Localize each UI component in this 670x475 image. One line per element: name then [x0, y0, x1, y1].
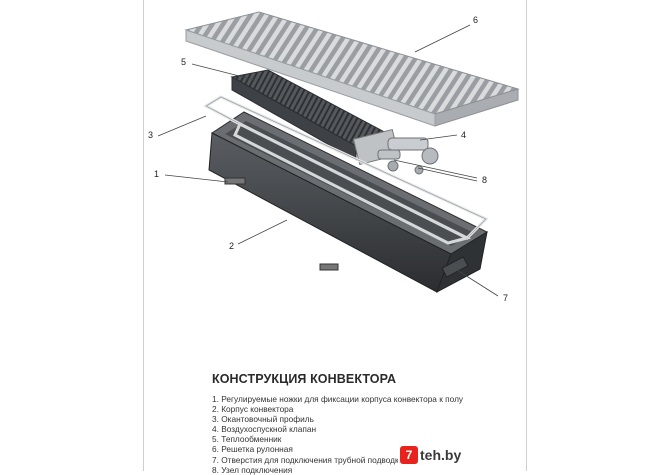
convector-housing — [208, 111, 489, 294]
legend-item: 8. Узел подключения — [212, 464, 293, 475]
edging-profile — [202, 95, 489, 245]
legend-item: 4. Воздухоспускной клапан — [212, 424, 317, 435]
connection-valves — [377, 137, 439, 175]
teh-by-watermark: 7 teh.by — [398, 445, 468, 465]
legend-item: 6. Решетка рулонная — [212, 444, 293, 455]
callout-7: 7 — [503, 293, 508, 303]
diagram-title: КОНСТРУКЦИЯ КОНВЕКТОРА — [212, 372, 397, 386]
callout-leaders — [157, 24, 499, 297]
frame-left-edge — [143, 0, 144, 471]
legend-item: 3. Окантовочный профиль — [212, 414, 314, 425]
callout-8: 8 — [482, 175, 487, 185]
callout-3: 3 — [148, 130, 153, 140]
watermark-text: teh.by — [420, 447, 462, 463]
callout-1: 1 — [154, 169, 159, 179]
callout-5: 5 — [181, 57, 186, 67]
parts-legend: 1. Регулируемые ножки для фиксации корпу… — [212, 394, 463, 475]
legend-item: 7. Отверстия для подключения трубной под… — [212, 454, 417, 465]
teh-logo-icon: 7 — [400, 446, 418, 464]
callout-2: 2 — [229, 241, 234, 251]
roll-grille — [184, 11, 520, 127]
legend-item: 5. Теплообменник — [212, 434, 282, 445]
legend-item: 2. Корпус конвектора — [212, 404, 294, 415]
legend-item: 1. Регулируемые ножки для фиксации корпу… — [212, 394, 464, 404]
frame-right-edge — [526, 0, 527, 471]
callout-4: 4 — [461, 130, 466, 140]
callout-6: 6 — [473, 15, 478, 25]
